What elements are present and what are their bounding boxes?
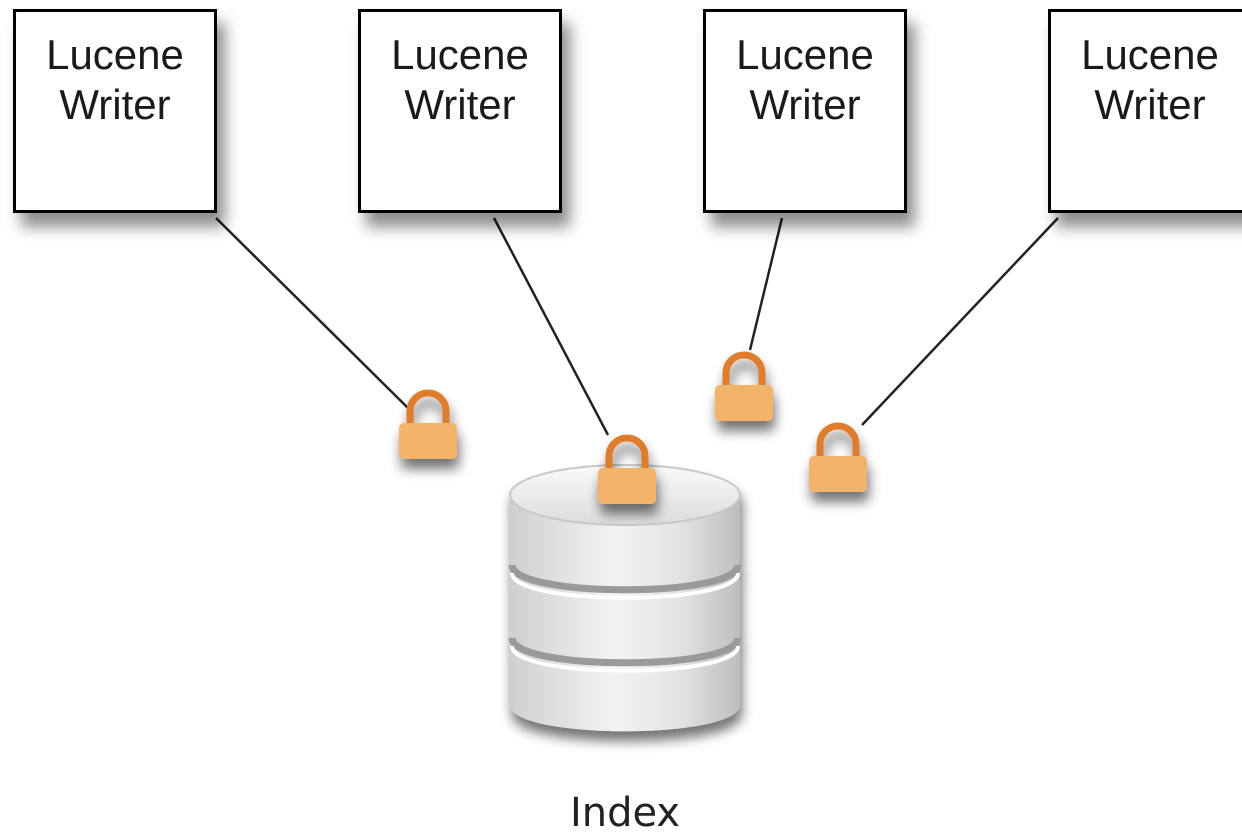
padlock-icon	[399, 389, 457, 459]
writer-label: Lucene Writer	[46, 30, 184, 130]
connector-lines	[215, 217, 1059, 436]
database-icon	[508, 464, 742, 732]
lucene-writer-box: Lucene Writer	[13, 9, 217, 213]
writer-label-line2: Writer	[1094, 81, 1206, 128]
index-label: Index	[569, 790, 681, 836]
lucene-writer-box: Lucene Writer	[1048, 9, 1242, 213]
connector-writer-2	[492, 217, 610, 436]
writer-label-line1: Lucene	[391, 31, 529, 78]
writer-label: Lucene Writer	[736, 30, 874, 130]
writer-label: Lucene Writer	[391, 30, 529, 130]
connector-writer-1	[215, 217, 411, 411]
lucene-writer-box: Lucene Writer	[358, 9, 562, 213]
writer-label: Lucene Writer	[1081, 30, 1219, 130]
padlock-icon	[715, 351, 773, 421]
connector-writer-4	[861, 217, 1059, 426]
writer-label-line2: Writer	[749, 81, 861, 128]
writer-label-line2: Writer	[59, 81, 171, 128]
connector-writer-3	[748, 217, 784, 351]
writer-label-line1: Lucene	[1081, 31, 1219, 78]
writer-label-line1: Lucene	[46, 31, 184, 78]
padlock-icon	[809, 422, 867, 492]
writer-label-line2: Writer	[404, 81, 516, 128]
lucene-writer-box: Lucene Writer	[703, 9, 907, 213]
writer-label-line1: Lucene	[736, 31, 874, 78]
padlock-icon	[598, 434, 656, 504]
